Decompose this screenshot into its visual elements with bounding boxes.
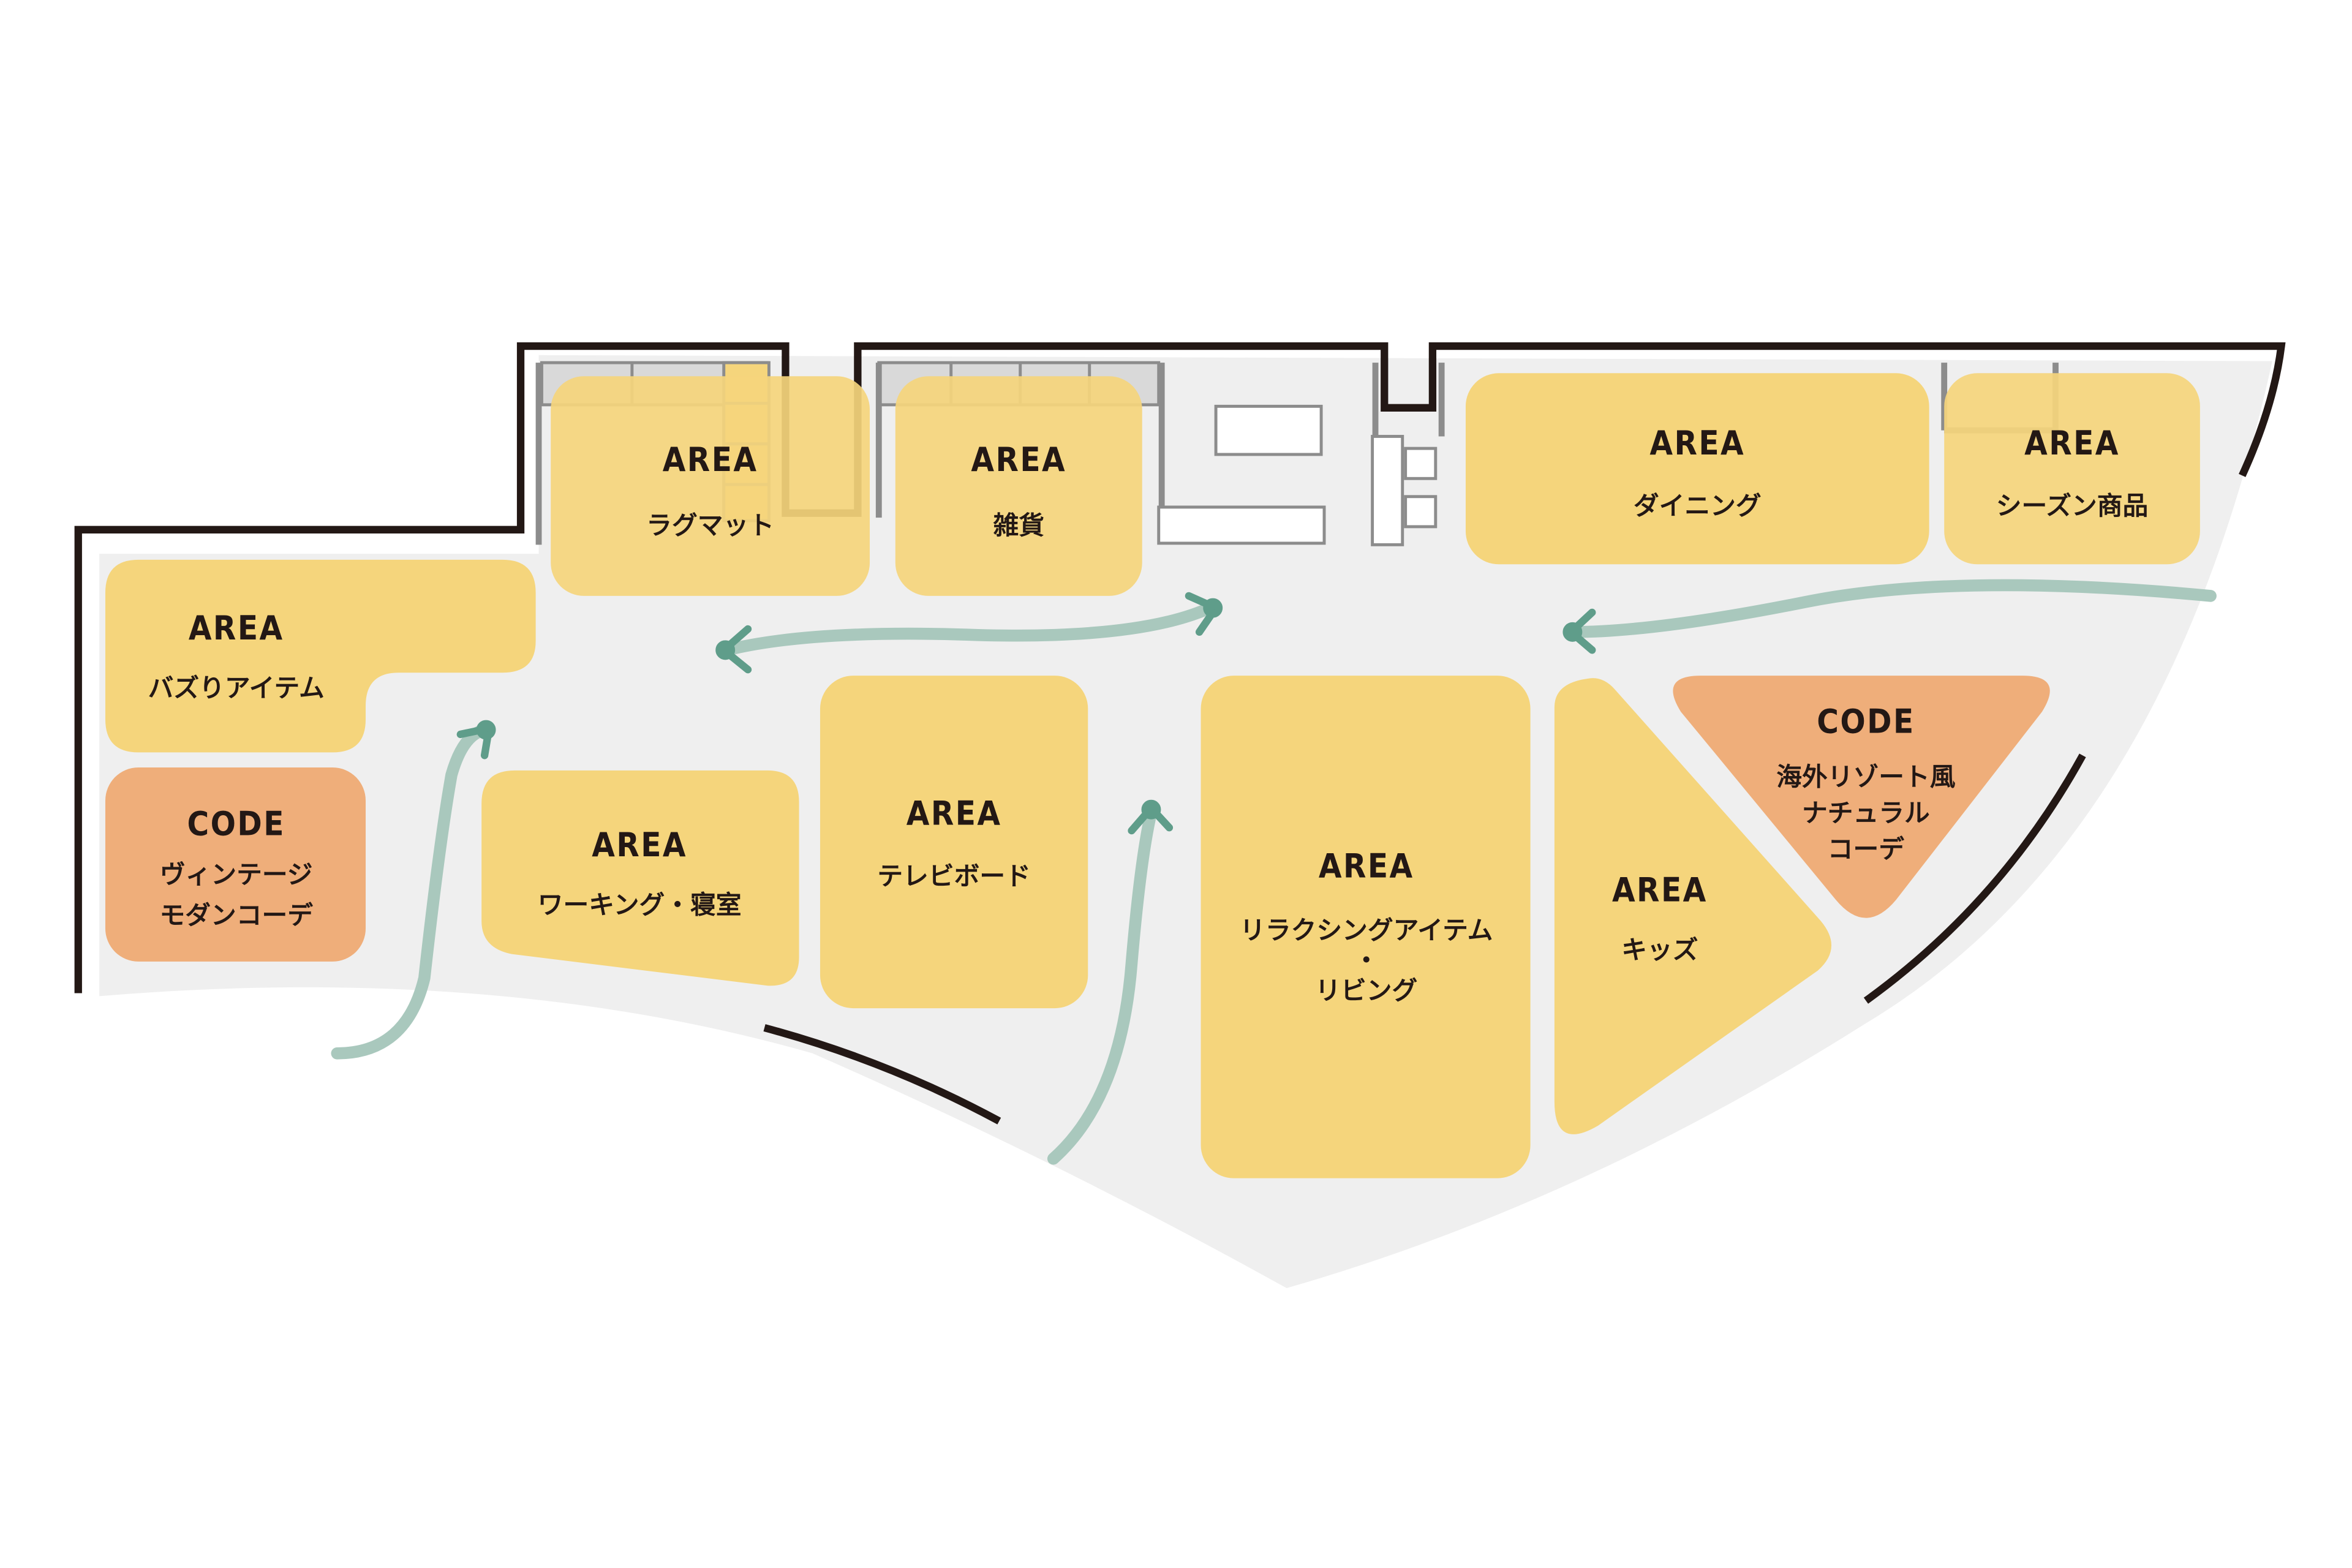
zone-vintage[interactable] — [105, 767, 366, 962]
label-resort-3: コーデ — [1828, 834, 1905, 864]
label-relaxing-1: リラクシングアイテム — [1240, 915, 1493, 945]
label-season: シーズン商品 — [1996, 491, 2148, 521]
label-vintage-2: モダンコーデ — [159, 900, 313, 930]
zone-zakka[interactable] — [895, 376, 1142, 596]
label-kids: キッズ — [1621, 935, 1698, 965]
label-relaxing-tag: AREA — [1319, 846, 1414, 885]
label-buzz: バズりアイテム — [148, 673, 325, 703]
label-resort-1: 海外リゾート風 — [1776, 761, 1955, 791]
zones — [105, 373, 2200, 1178]
zone-kids[interactable] — [1554, 678, 1832, 1134]
arrowhead-left-dot — [476, 720, 496, 740]
label-resort-2: ナチュラル — [1802, 797, 1930, 827]
label-relaxing-2: ・ — [1354, 945, 1379, 975]
flow-arrowheads — [456, 592, 1596, 835]
label-kids-tag: AREA — [1612, 871, 1708, 910]
label-rugmat-tag: AREA — [663, 440, 758, 479]
label-dining: ダイニング — [1634, 491, 1762, 521]
display-table — [1214, 404, 1323, 456]
label-resort-tag: CODE — [1817, 702, 1915, 741]
label-vintage-tag: CODE — [187, 805, 285, 843]
zone-labels: AREA ラグマット AREA 雑貨 AREA ダイニング AREA シーズン商… — [148, 424, 2149, 1005]
stool-2 — [1404, 495, 1438, 529]
zone-working[interactable] — [481, 770, 799, 986]
label-tvboard-tag: AREA — [907, 794, 1002, 832]
flow-arrows — [331, 579, 2217, 1165]
zone-relaxing[interactable] — [1200, 676, 1531, 1178]
stool-1 — [1404, 447, 1438, 480]
label-working-tag: AREA — [592, 826, 687, 864]
flow-arrow-center-entrance — [1047, 806, 1158, 1165]
zone-tvboard[interactable] — [820, 676, 1088, 1009]
flow-arrow-top-bidirectional — [720, 600, 1219, 657]
label-vintage-1: ヴィンテージ — [160, 859, 313, 889]
flow-arrow-right — [1566, 579, 2217, 638]
zone-dining[interactable] — [1465, 373, 1929, 565]
label-tvboard: テレビボード — [877, 861, 1030, 891]
zone-season[interactable] — [1944, 373, 2200, 565]
label-working: ワーキング・寝室 — [538, 889, 742, 919]
zone-buzz[interactable] — [105, 559, 536, 753]
flow-arrow-left-entrance — [331, 723, 492, 1060]
counter — [1157, 505, 1326, 545]
zone-resort[interactable] — [1673, 676, 2050, 918]
label-buzz-tag: AREA — [189, 609, 284, 647]
label-season-tag: AREA — [2024, 424, 2120, 462]
label-zakka: 雑貨 — [993, 510, 1045, 540]
label-relaxing-3: リビング — [1315, 975, 1417, 1005]
register-counter — [1371, 435, 1404, 546]
label-rugmat: ラグマット — [646, 510, 774, 540]
label-dining-tag: AREA — [1649, 424, 1745, 462]
label-zakka-tag: AREA — [971, 440, 1066, 479]
wall-right-lower — [1863, 753, 2086, 1004]
wall-bottom-left — [763, 1024, 1001, 1125]
zone-rugmat[interactable] — [551, 376, 870, 596]
